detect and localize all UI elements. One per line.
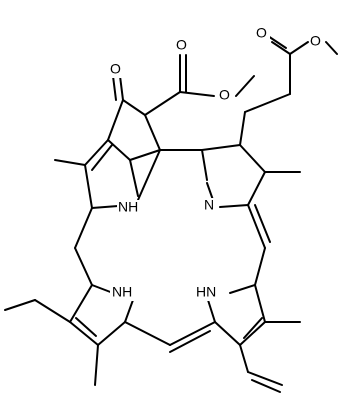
label-bg <box>176 38 190 54</box>
bond <box>75 317 97 337</box>
bond <box>84 164 93 209</box>
bond <box>84 139 109 166</box>
bond <box>54 159 86 166</box>
bond-lines <box>4 35 338 393</box>
bond <box>74 207 93 249</box>
ring-a-nh-label: NH <box>118 199 138 215</box>
bond <box>91 205 119 209</box>
bond <box>325 41 338 55</box>
bond <box>4 299 36 311</box>
ester-carbonyl-oxygen-label: O <box>176 37 187 53</box>
oxo-oxygen-label: O <box>110 61 121 77</box>
bond <box>124 321 171 346</box>
propanoate-alkoxy-oxygen-label: O <box>310 33 321 49</box>
label-bg <box>203 198 217 214</box>
imine-nitrogen-label: N <box>204 197 214 213</box>
ring-d-nh-label: NH <box>112 284 132 300</box>
label-bg <box>110 62 124 78</box>
bond <box>214 321 241 346</box>
bond <box>144 91 181 116</box>
label-bg <box>256 26 270 42</box>
ring-c-hn-label: HN <box>196 284 216 300</box>
bond <box>144 114 161 151</box>
bond <box>239 321 266 346</box>
bond <box>219 204 249 208</box>
bond <box>201 149 208 181</box>
propanoate-carbonyl-oxygen-label: O <box>256 25 267 41</box>
bond <box>247 371 283 386</box>
bond <box>254 204 271 243</box>
label-bg <box>117 200 139 216</box>
bond <box>289 41 309 55</box>
bond <box>124 299 134 323</box>
bond <box>91 284 114 294</box>
bond <box>239 344 249 373</box>
bond <box>239 111 246 146</box>
atom-labels: O O O O O NH N NH HN <box>110 25 325 301</box>
bond <box>207 299 216 323</box>
bond <box>179 91 215 97</box>
bond <box>34 299 71 323</box>
bond <box>107 139 131 161</box>
bond <box>235 75 255 97</box>
bond <box>94 344 99 386</box>
bond <box>169 321 216 346</box>
bond <box>254 247 266 286</box>
bond <box>112 75 117 101</box>
bond <box>107 99 124 141</box>
bond <box>69 284 93 323</box>
bond <box>251 379 281 393</box>
bond <box>169 330 211 353</box>
bond <box>243 317 263 339</box>
bond <box>254 284 266 323</box>
bond <box>69 321 99 346</box>
bond <box>119 75 124 101</box>
bond <box>247 204 266 249</box>
label-bg <box>309 34 325 50</box>
bond <box>206 182 214 201</box>
bond <box>122 99 146 116</box>
bond <box>129 149 161 161</box>
label-bg <box>194 285 220 301</box>
bond <box>229 284 256 294</box>
bond <box>244 93 291 113</box>
bond <box>137 149 161 201</box>
bond <box>239 144 266 173</box>
bond <box>74 247 93 286</box>
bond <box>271 41 291 55</box>
bond <box>97 321 126 346</box>
bond <box>267 35 287 49</box>
bond <box>201 144 241 151</box>
label-bg <box>217 88 235 104</box>
bond <box>247 171 266 206</box>
label-bg <box>110 285 134 301</box>
ester-alkoxy-oxygen-label: O <box>219 87 230 103</box>
bond <box>129 159 139 197</box>
bond <box>91 144 113 171</box>
